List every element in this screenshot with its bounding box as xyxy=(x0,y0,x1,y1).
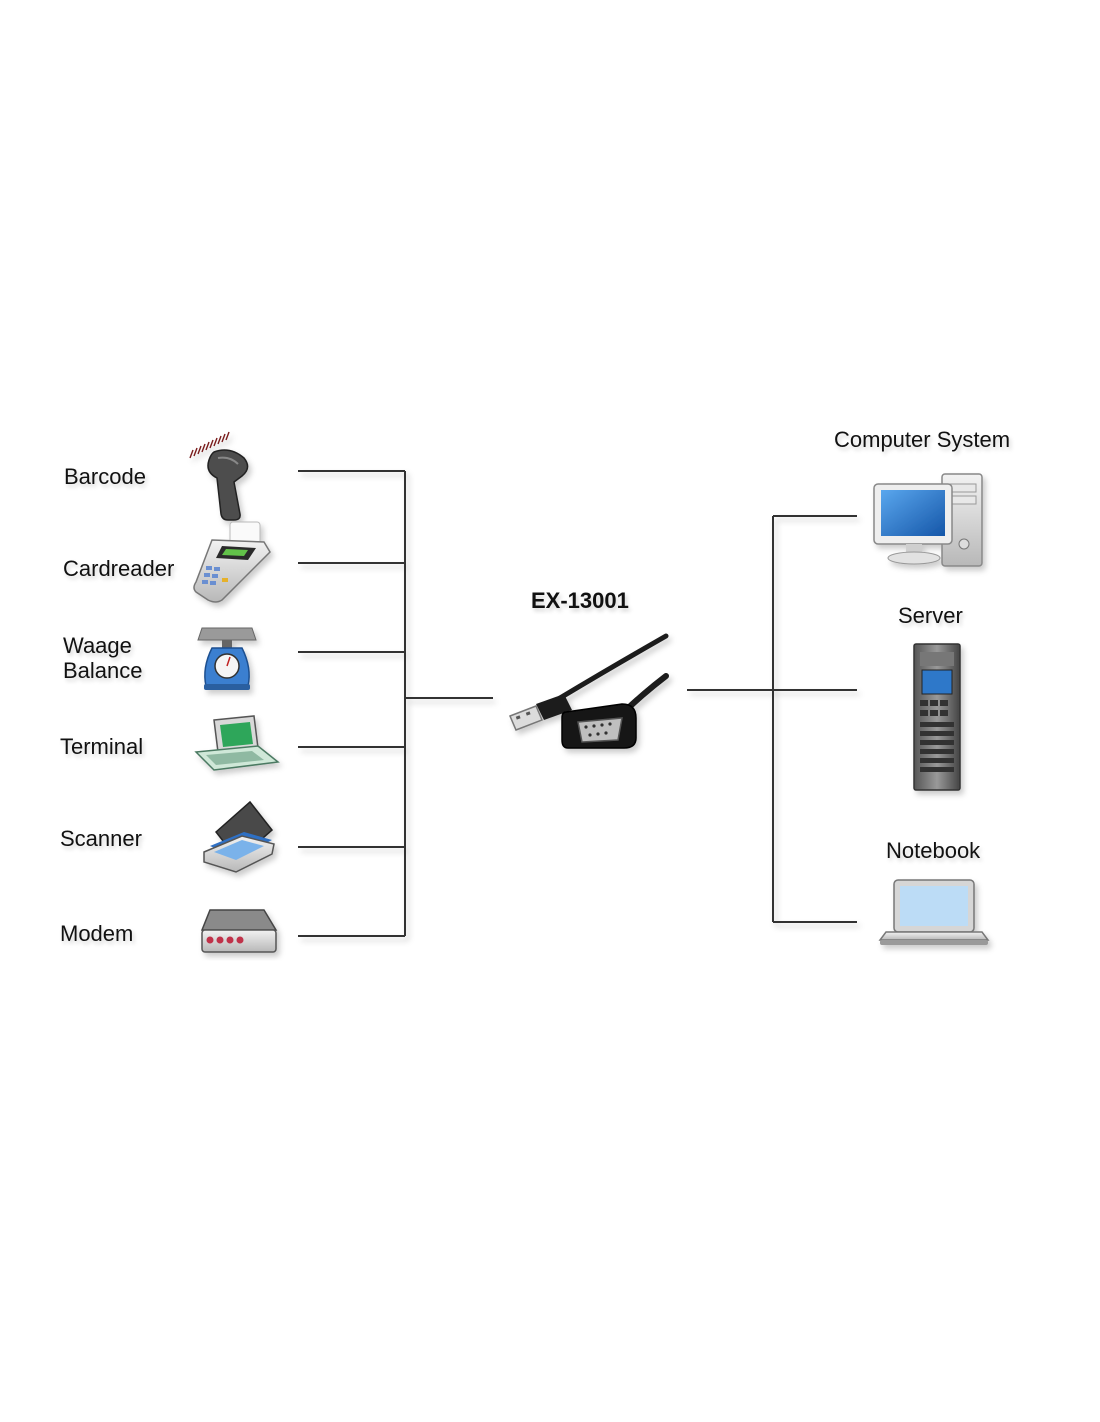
card-terminal-icon xyxy=(193,521,271,603)
label-terminal: Terminal xyxy=(60,734,144,759)
label-scanner: Scanner xyxy=(60,826,142,851)
product-label: EX-13001 xyxy=(531,588,629,613)
usb-serial-adapter-icon xyxy=(509,633,669,749)
label-notebook: Notebook xyxy=(886,838,981,863)
label-computer-system: Computer System xyxy=(834,427,1011,452)
label-scale-line1: Waage xyxy=(63,633,132,658)
label-modem: Modem xyxy=(60,921,134,946)
connector-lines xyxy=(298,470,857,937)
flatbed-scanner-icon xyxy=(203,800,275,873)
terminal-icon xyxy=(194,715,280,771)
barcode-scanner-icon xyxy=(189,431,249,521)
server-rack-icon xyxy=(913,643,961,791)
label-barcode: Barcode xyxy=(64,464,146,489)
label-scale-line2: Balance xyxy=(63,658,143,683)
modem-icon xyxy=(200,909,278,953)
label-server: Server xyxy=(898,603,963,628)
scale-icon xyxy=(197,627,257,690)
label-cardreader: Cardreader xyxy=(63,556,175,581)
notebook-icon xyxy=(878,879,990,945)
desktop-computer-icon xyxy=(873,473,983,567)
